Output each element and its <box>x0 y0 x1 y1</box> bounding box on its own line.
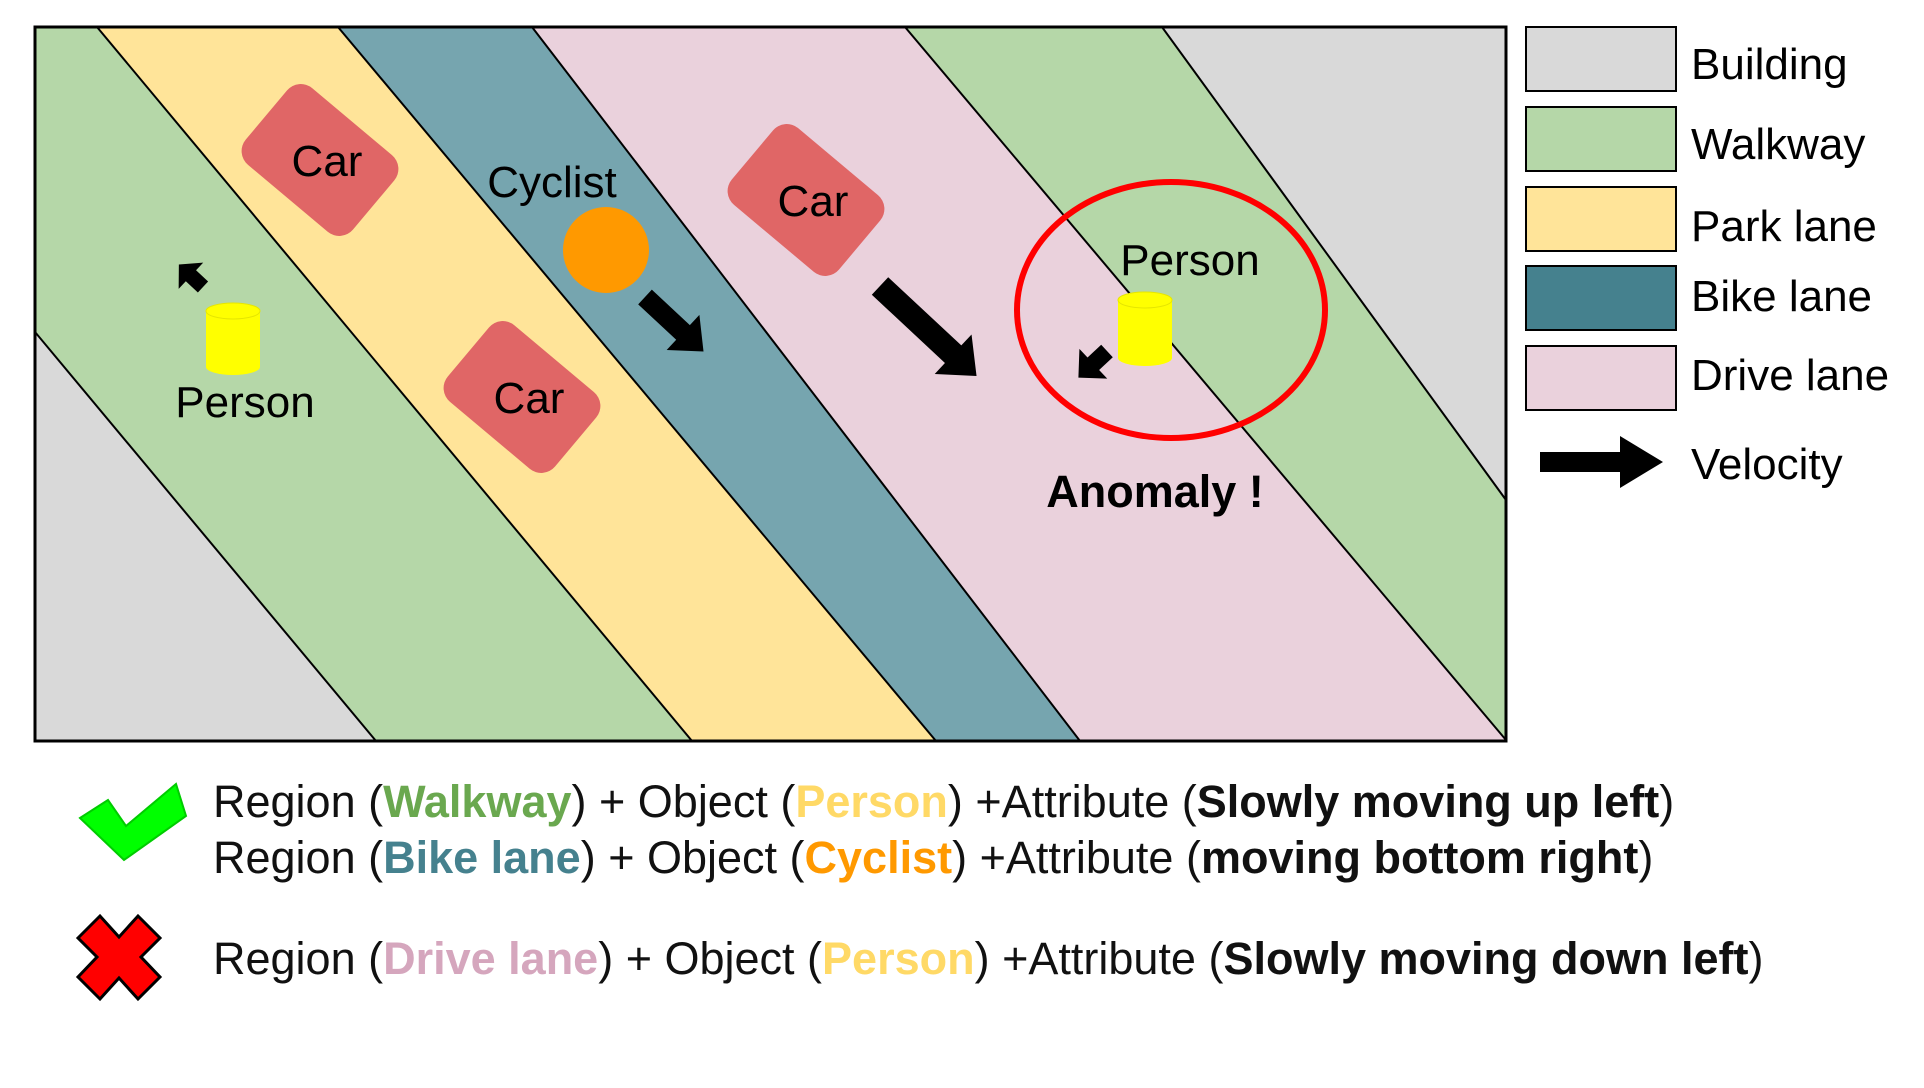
legend-swatch-bike-lane <box>1525 265 1677 331</box>
cyclist-label: Cyclist <box>487 158 617 207</box>
car-top: Car <box>241 84 399 236</box>
walkway-region-left <box>35 27 692 741</box>
cross-mark-icon <box>75 913 163 1002</box>
velocity-arrow-cyclist <box>638 289 704 352</box>
legend-label-drive-lane: Drive lane <box>1691 351 1889 400</box>
legend-swatch-drive-lane <box>1525 345 1677 411</box>
velocity-arrow-car-right <box>871 277 977 377</box>
check-mark-icon <box>78 782 188 862</box>
car-right: Car <box>727 124 885 276</box>
velocity-arrow-person-right <box>1078 344 1113 379</box>
car-right-label: Car <box>778 177 849 226</box>
person-left-label: Person <box>175 378 314 427</box>
map-border <box>33 25 1508 743</box>
legend-label-bike-lane: Bike lane <box>1691 272 1872 321</box>
velocity-arrows <box>178 262 1113 379</box>
car-bottom-label: Car <box>494 374 565 423</box>
anomaly-label: Anomaly ! <box>1046 466 1264 517</box>
person-right-label: Person <box>1120 236 1259 285</box>
legend-label-building: Building <box>1691 40 1848 89</box>
velocity-arrow-person-left <box>178 262 209 293</box>
legend-label-park-lane: Park lane <box>1691 202 1877 251</box>
anomaly-ring <box>1014 179 1328 441</box>
legend-label-walkway: Walkway <box>1691 120 1865 169</box>
car-bottom: Car <box>443 321 601 473</box>
legend-swatch-park-lane <box>1525 186 1677 252</box>
legend-swatch-building <box>1525 26 1677 92</box>
person-left <box>205 302 261 375</box>
bike-lane-region <box>338 27 1080 741</box>
legend-velocity-arrow-icon <box>1540 436 1663 488</box>
legend-label-velocity: Velocity <box>1691 440 1843 489</box>
cyclist-marker <box>563 207 649 293</box>
person-right <box>1117 291 1173 366</box>
car-top-label: Car <box>292 137 363 186</box>
legend-swatch-walkway <box>1525 106 1677 172</box>
legend: Building Walkway Park lane Bike lane Dri… <box>1525 26 1889 489</box>
